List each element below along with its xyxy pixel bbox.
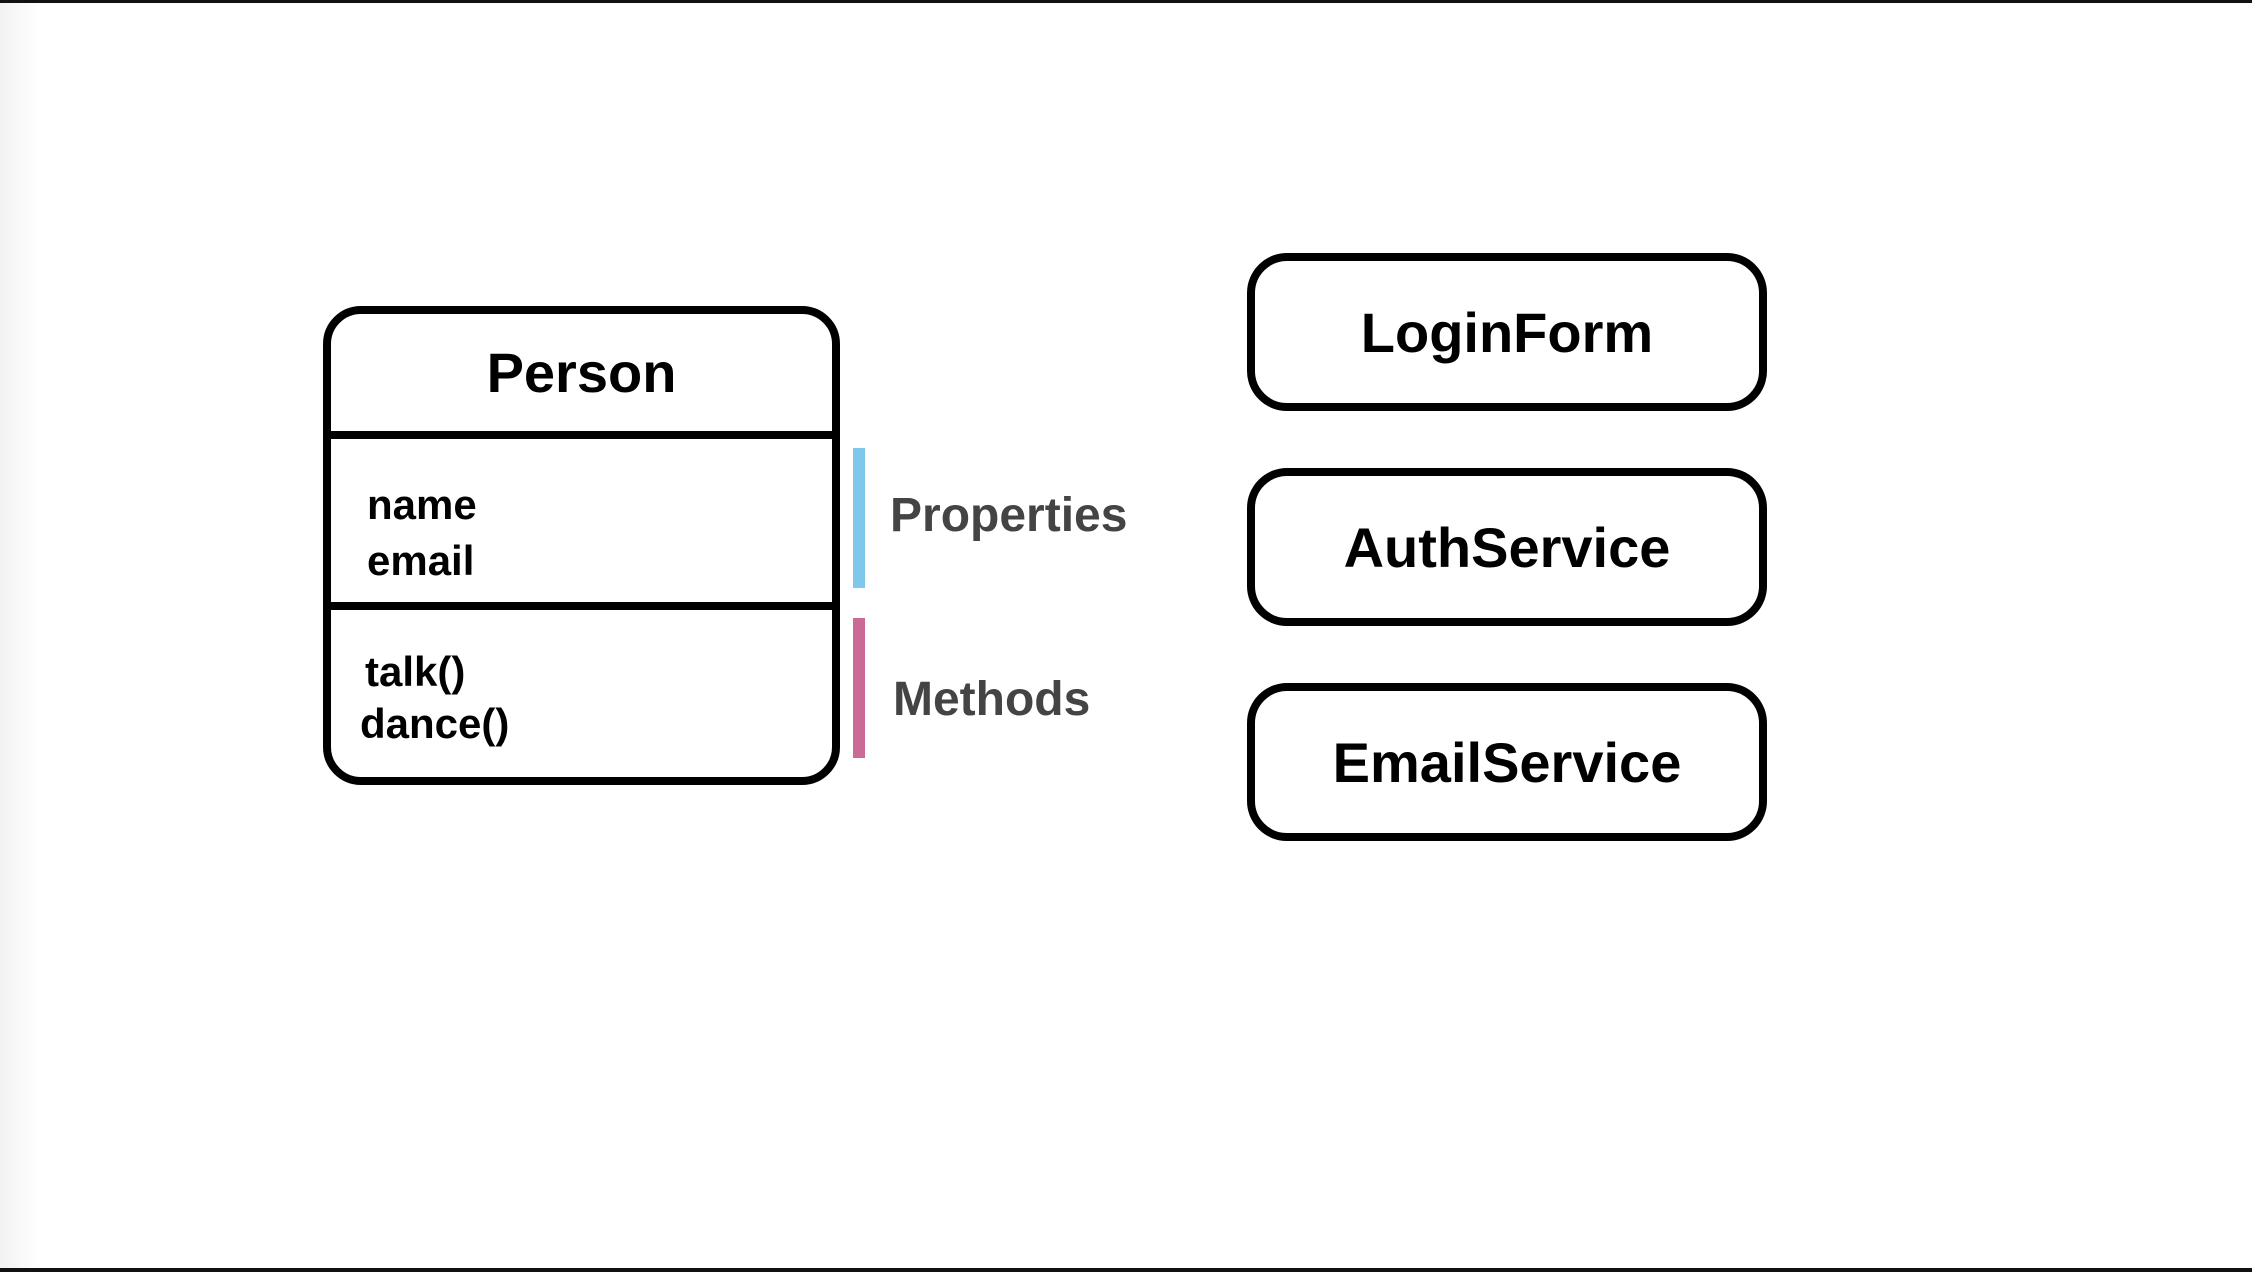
- class-name: Person: [331, 314, 832, 439]
- bottom-border-line: [0, 1268, 2252, 1272]
- left-edge-shade: [0, 3, 40, 1268]
- property-item: email: [367, 537, 475, 584]
- top-border-line: [0, 0, 2252, 3]
- class-methods-section: talk() dance(): [331, 610, 832, 777]
- method-item: dance(): [360, 700, 510, 747]
- property-item: name: [367, 481, 477, 528]
- service-box-authservice: AuthService: [1247, 468, 1767, 626]
- class-properties-section: name email: [331, 439, 832, 610]
- uml-class-box: Person name email talk() dance(): [323, 306, 840, 785]
- service-box-emailservice: EmailService: [1247, 683, 1767, 841]
- properties-bracket-bar: [853, 448, 865, 588]
- methods-bracket-bar: [853, 618, 865, 758]
- service-box-loginform: LoginForm: [1247, 253, 1767, 411]
- properties-label: Properties: [890, 489, 1128, 542]
- methods-label: Methods: [893, 673, 1091, 726]
- method-item: talk(): [365, 648, 466, 695]
